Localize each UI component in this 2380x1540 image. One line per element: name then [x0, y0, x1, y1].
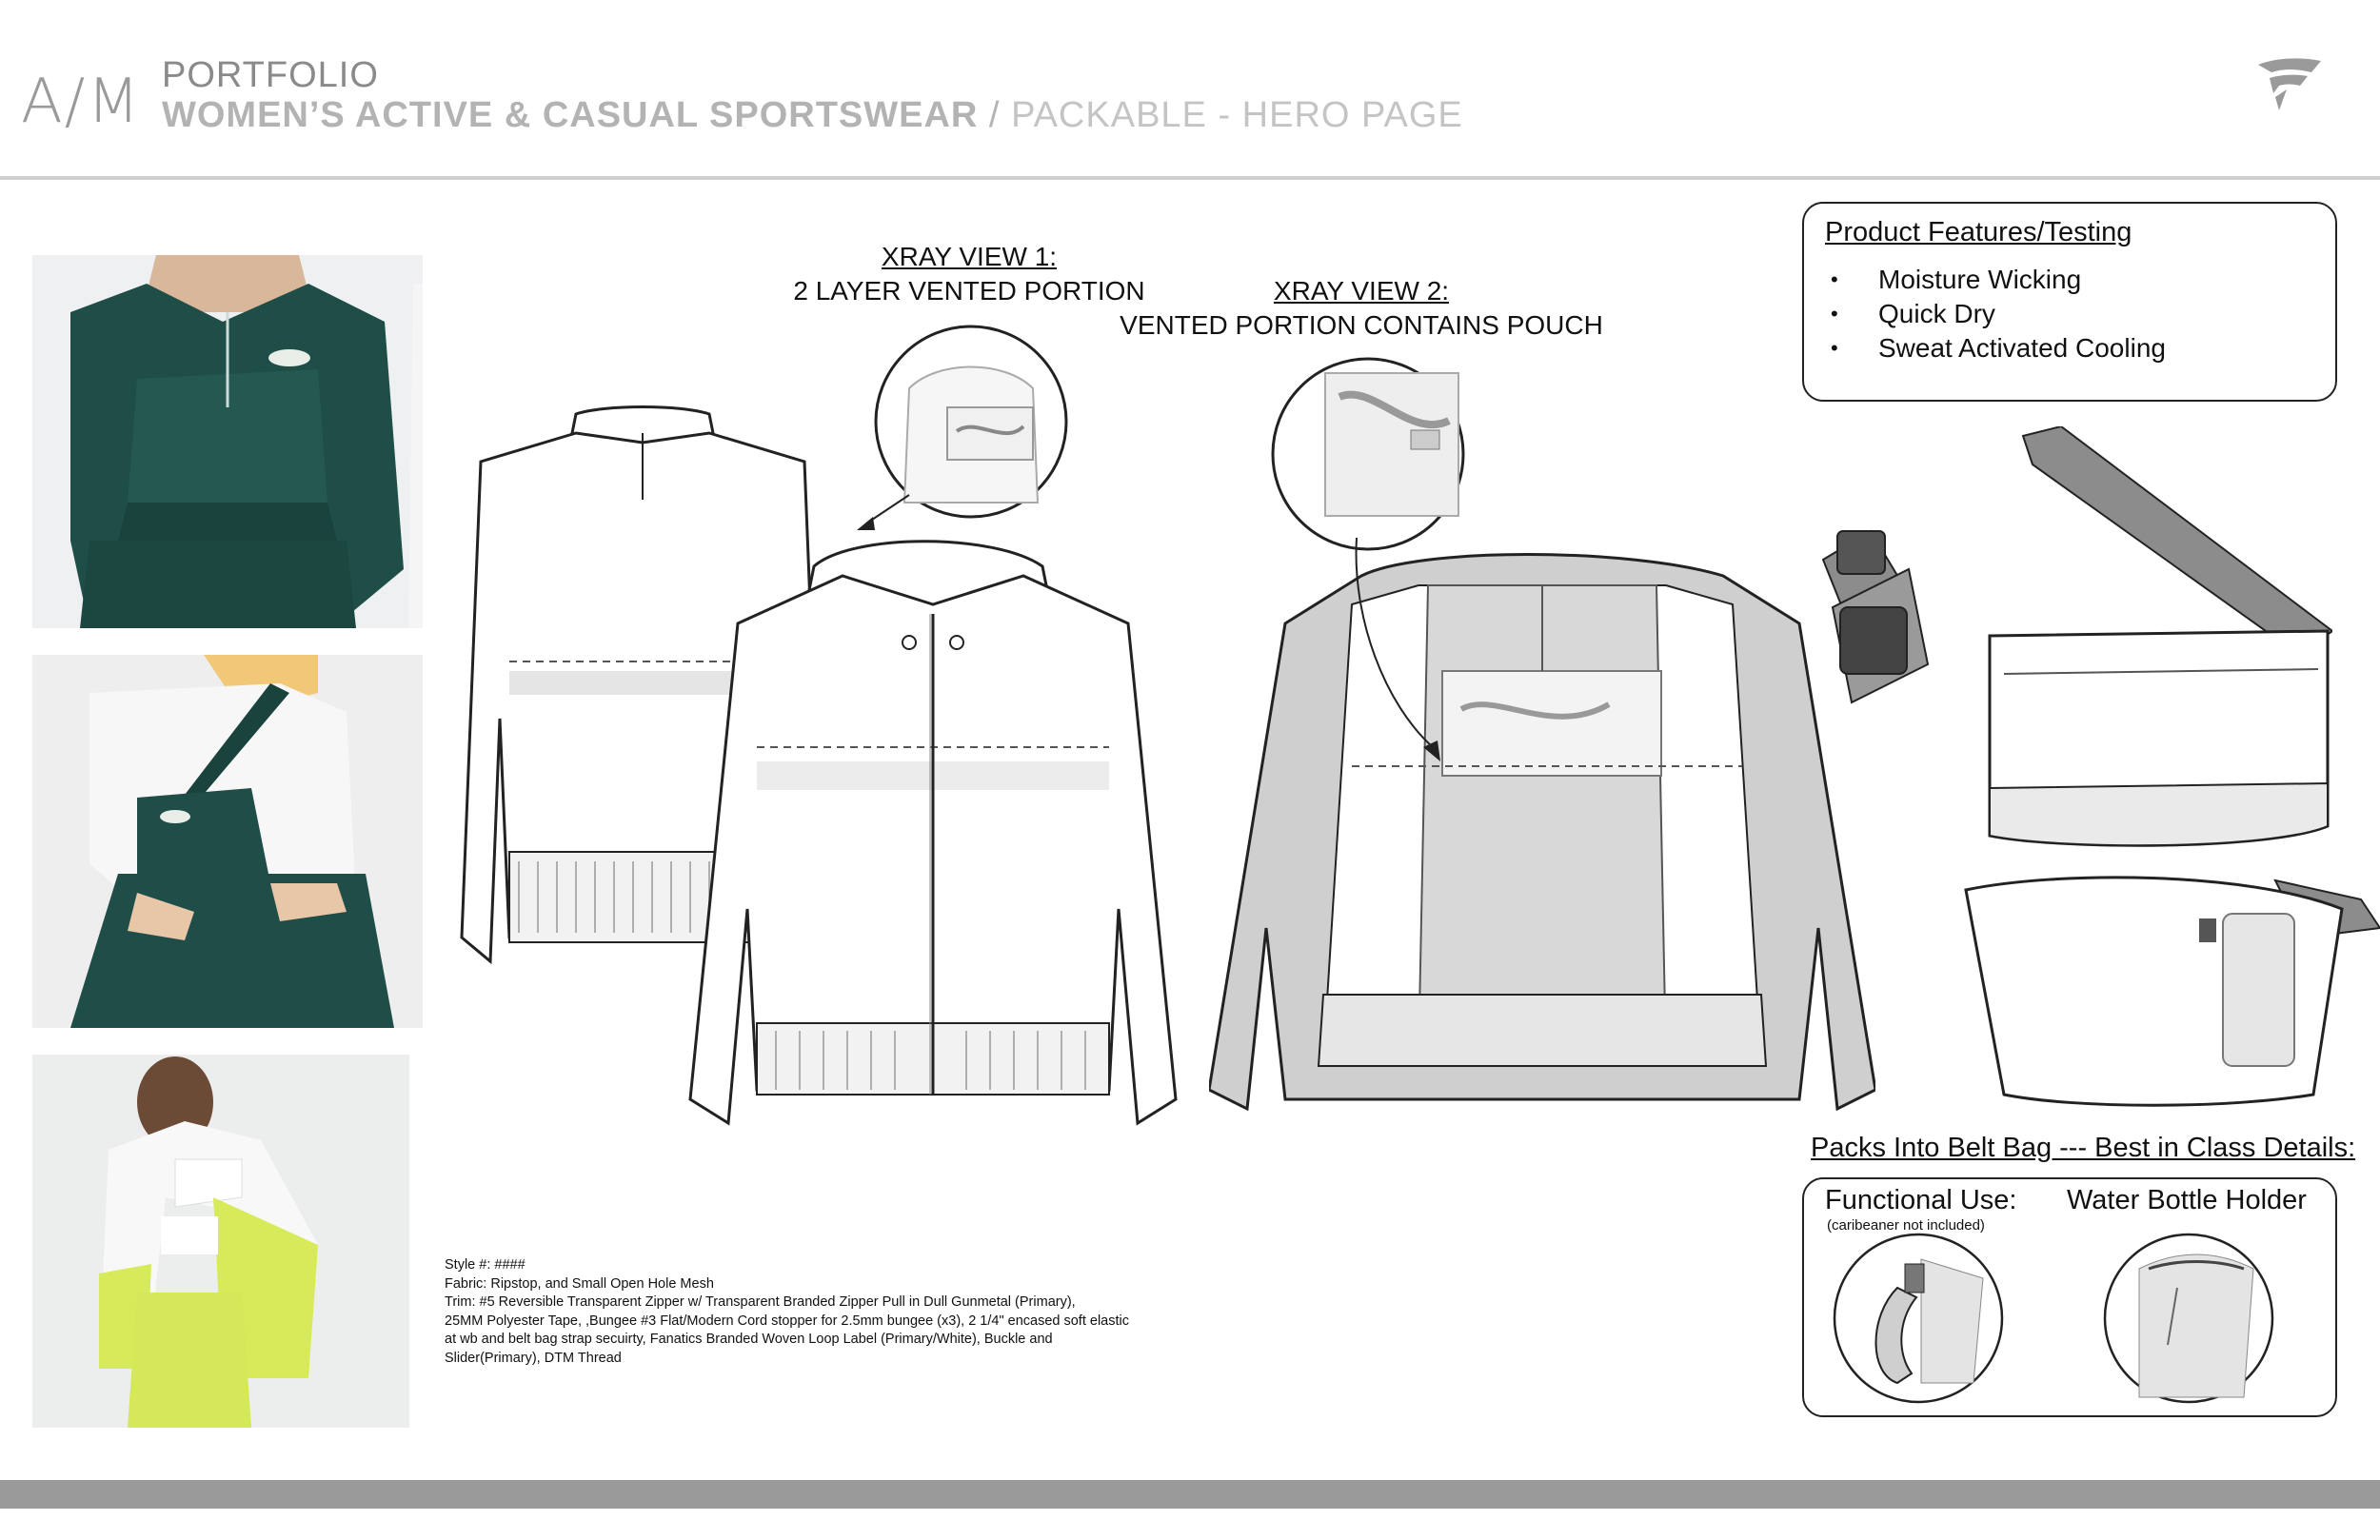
features-title: Product Features/Testing: [1825, 217, 2132, 247]
belt-bag-back-sketch: [1821, 426, 2332, 847]
xray-view1-label: XRAY VIEW 1: 2 LAYER VENTED PORTION: [779, 240, 1160, 308]
spec-line: Slider(Primary), DTM Thread: [445, 1350, 622, 1366]
footer-bar: [0, 1480, 2380, 1509]
xray-view1-desc: 2 LAYER VENTED PORTION: [793, 276, 1145, 306]
title-sub: PACKABLE - HERO PAGE: [1011, 95, 1463, 135]
am-logo: A/M: [21, 67, 142, 137]
jacket-front-sketch: [688, 540, 1178, 1126]
title-separator: /: [978, 95, 1012, 135]
portfolio-label: PORTFOLIO: [162, 55, 379, 95]
belt-bag-front-sketch: [1964, 876, 2380, 1107]
xray-view2-label: XRAY VIEW 2: VENTED PORTION CONTAINS POU…: [1114, 274, 1609, 343]
xray-view2-title: XRAY VIEW 2:: [1273, 276, 1450, 306]
water-bottle-label: Water Bottle Holder: [2067, 1185, 2307, 1215]
spec-text: Style #: #### Fabric: Ripstop, and Small…: [445, 1256, 1206, 1368]
xray-view2-magnifier: [1271, 357, 1465, 551]
page-title: WOMEN’S ACTIVE & CASUAL SPORTSWEAR / PAC…: [162, 95, 1463, 136]
belt-bag-photo: [32, 655, 423, 1028]
carabiner-detail-icon: [1833, 1233, 2004, 1404]
packs-title: Packs Into Belt Bag --- Best in Class De…: [1811, 1133, 2356, 1163]
spec-line: 25MM Polyester Tape, ,Bungee #3 Flat/Mod…: [445, 1313, 1129, 1329]
jacket-open-sketch: [1209, 553, 1875, 1112]
feature-item: Quick Dry: [1812, 297, 2166, 331]
xray-view2-pointer: [1355, 537, 1440, 761]
feature-item: Moisture Wicking: [1812, 263, 2166, 297]
features-list: Moisture Wicking Quick Dry Sweat Activat…: [1812, 263, 2166, 365]
green-anorak-photo: [32, 255, 423, 628]
spec-line: at wb and belt bag strap secuirty, Fanat…: [445, 1332, 1053, 1347]
spec-line: Fabric: Ripstop, and Small Open Hole Mes…: [445, 1275, 714, 1292]
functional-use-note: (caribeaner not included): [1827, 1217, 1985, 1234]
xray-view1-magnifier: [874, 325, 1068, 519]
details-box: Functional Use: (caribeaner not included…: [1802, 1177, 2337, 1417]
spec-line: Style #: ####: [445, 1257, 526, 1273]
xray-view1-pointer: [857, 494, 910, 530]
xray-view2-desc: VENTED PORTION CONTAINS POUCH: [1120, 310, 1603, 340]
spec-line: Trim: #5 Reversible Transparent Zipper w…: [445, 1294, 1076, 1310]
fanatics-flag-icon: [2258, 58, 2321, 110]
features-box: Product Features/Testing Moisture Wickin…: [1802, 202, 2337, 402]
water-bottle-detail-icon: [2103, 1233, 2274, 1404]
functional-use-label: Functional Use:: [1825, 1185, 2017, 1215]
xray-view1-title: XRAY VIEW 1:: [881, 242, 1058, 271]
feature-item: Sweat Activated Cooling: [1812, 331, 2166, 365]
lime-jacket-photo: [32, 1055, 409, 1428]
header-divider: [0, 176, 2380, 180]
title-main: WOMEN’S ACTIVE & CASUAL SPORTSWEAR: [162, 95, 979, 135]
